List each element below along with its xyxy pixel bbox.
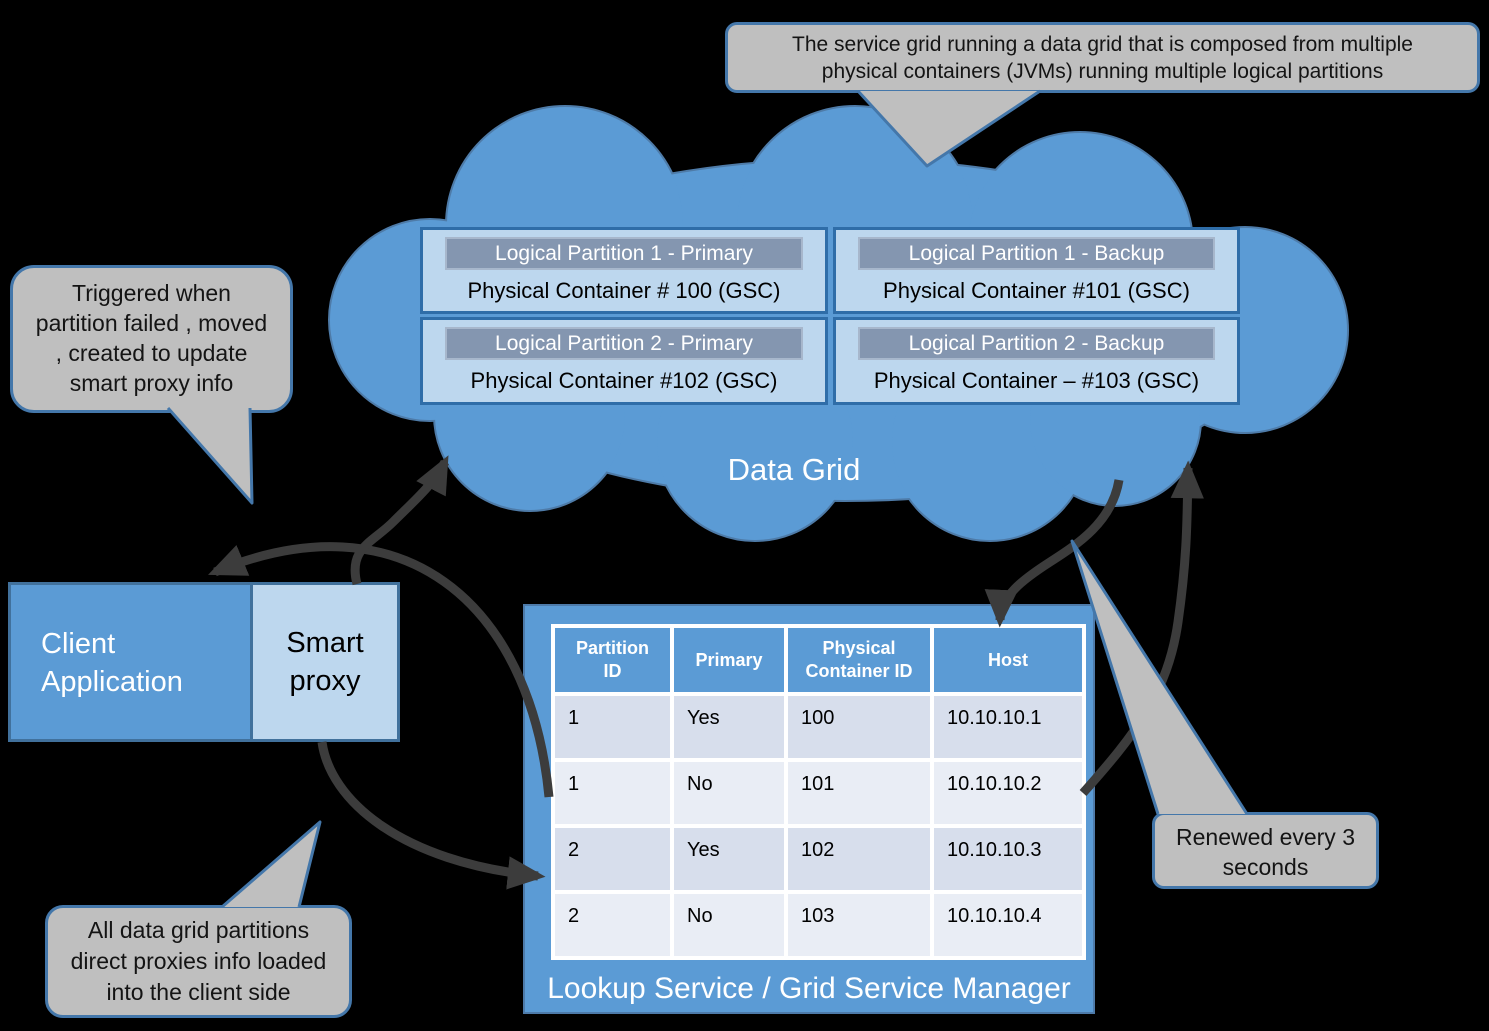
physical-container-label: Physical Container #102 (GSC) [470,368,778,393]
callout-line: direct proxies info loaded [70,948,327,974]
table-cell: No [674,762,784,824]
renew-callout: Renewed every 3 seconds [1152,812,1379,889]
physical-container-label: Physical Container – #103 (GSC) [873,368,1200,393]
partition-header: Logical Partition 2 - Backup [858,327,1215,360]
service-grid-callout: The service grid running a data grid tha… [725,22,1480,93]
callout-line: into the client side [106,979,291,1005]
table-cell: 101 [788,762,930,824]
table-cell: 10.10.10.4 [934,894,1082,956]
callout-line: partition failed , moved [35,310,268,336]
callout-line: physical containers (JVMs) running multi… [821,60,1384,83]
client-application-label: Client Application [11,585,250,739]
table-cell: 103 [788,894,930,956]
partition-box-2-primary: Logical Partition 2 - Primary Physical C… [420,317,828,405]
physical-container-label: Physical Container # 100 (GSC) [467,278,781,303]
renew-callout-tail [1070,539,1249,815]
trigger-callout-tail [166,407,254,505]
arrow-datagrid-to-lookup [984,479,1124,628]
partition-table: Partition ID Primary Physical Container … [551,624,1086,960]
physical-container-label: Physical Container #101 (GSC) [883,278,1190,303]
table-cell: Yes [674,828,784,890]
arrow-proxy-to-lookup [317,741,546,890]
column-header: Physical Container ID [788,628,930,692]
arrow-proxy-to-datagrid [350,455,449,586]
client-application-box: Client Application Smart proxy [8,582,400,742]
client-load-callout: All data grid partitions direct proxies … [45,905,352,1018]
callout-line: All data grid partitions [87,917,310,943]
table-cell: 10.10.10.2 [934,762,1082,824]
callout-line: seconds [1222,854,1309,880]
table-cell: 1 [555,696,670,758]
callout-line: The service grid running a data grid tha… [792,33,1413,56]
table-cell: 1 [555,762,670,824]
arrow-lookup-to-datagrid [1079,460,1204,797]
table-cell: 102 [788,828,930,890]
service-grid-callout-tail [856,89,1041,168]
partition-header: Logical Partition 2 - Primary [445,327,803,360]
smart-proxy-label: Smart proxy [250,585,397,739]
table-cell: 2 [555,894,670,956]
callout-line: , created to update [55,340,248,366]
lookup-service-title: Lookup Service / Grid Service Manager [547,972,1071,1005]
column-header: Primary [674,628,784,692]
table-cell: No [674,894,784,956]
table-cell: 2 [555,828,670,890]
partition-header: Logical Partition 1 - Backup [858,237,1215,270]
lookup-service-panel: Partition ID Primary Physical Container … [523,604,1095,1014]
partition-box-1-backup: Logical Partition 1 - Backup Physical Co… [833,227,1240,314]
data-grid-label: Data Grid [727,452,861,487]
callout-line: Renewed every 3 [1176,824,1355,850]
partition-header: Logical Partition 1 - Primary [445,237,803,270]
client-load-callout-tail [221,820,322,909]
table-cell: 10.10.10.3 [934,828,1082,890]
table-cell: 100 [788,696,930,758]
callout-line: Triggered when [72,280,231,306]
table-cell: 10.10.10.1 [934,696,1082,758]
column-header: Partition ID [555,628,670,692]
column-header: Host [934,628,1082,692]
partition-box-2-backup: Logical Partition 2 - Backup Physical Co… [833,317,1240,405]
partition-box-1-primary: Logical Partition 1 - Primary Physical C… [420,227,828,314]
table-cell: Yes [674,696,784,758]
callout-line: smart proxy info [69,370,234,396]
trigger-callout: Triggered when partition failed , moved … [10,265,293,413]
